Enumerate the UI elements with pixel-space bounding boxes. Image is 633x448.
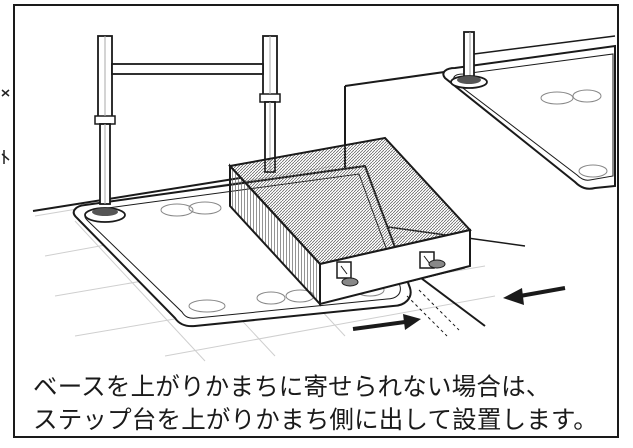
- clipped-side-text-marks: [0, 70, 12, 190]
- caption-line-2: ステップ台を上がりかまち側に出して設置します。: [33, 405, 598, 434]
- instruction-caption: ベースを上がりかまちに寄せられない場合は、 ステップ台を上がりかまち側に出して設…: [33, 370, 633, 436]
- arrow-left-icon: [503, 286, 566, 305]
- floor-edge: [32, 177, 241, 212]
- left-handrail: [84, 35, 281, 223]
- guide-lines: [406, 289, 460, 337]
- step-platform: [228, 136, 472, 307]
- step-installation-illustration: [32, 31, 616, 362]
- right-handrail-post: [450, 31, 616, 89]
- caption-line-1: ベースを上がりかまちに寄せられない場合は、: [33, 372, 551, 401]
- arrow-right-icon: [352, 314, 421, 331]
- illustration-frame: ベースを上がりかまちに寄せられない場合は、 ステップ台を上がりかまち側に出して設…: [13, 4, 619, 438]
